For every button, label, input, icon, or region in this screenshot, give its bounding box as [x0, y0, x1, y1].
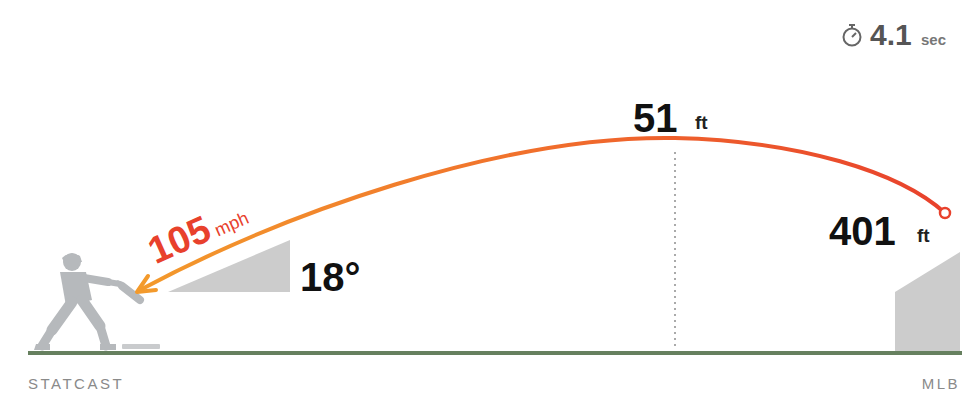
exit-arrowhead: [137, 276, 156, 292]
outfield-wall: [895, 252, 960, 352]
apex-height-unit: ft: [695, 113, 708, 132]
landing-point: [940, 208, 950, 218]
distance-value: 401: [829, 211, 896, 251]
stopwatch-icon: [844, 25, 861, 46]
exit-velocity-value: 105: [142, 208, 217, 272]
apex-height-value: 51: [633, 98, 678, 138]
apex-dotted-line: [674, 152, 676, 350]
exit-velocity-label: 105mph: [143, 193, 253, 270]
trajectory-arc: [140, 138, 945, 290]
hang-time-unit: sec: [921, 32, 946, 47]
ground-line: [28, 351, 962, 355]
batter-silhouette: [34, 253, 140, 350]
source-label: STATCAST: [28, 376, 124, 391]
distance-unit: ft: [917, 226, 930, 245]
home-plate: [122, 344, 160, 349]
launch-angle-value: 18°: [300, 257, 361, 297]
hang-time-value: 4.1: [870, 20, 912, 50]
exit-velocity-unit: mph: [212, 208, 252, 241]
source-label: MLB: [922, 376, 960, 391]
